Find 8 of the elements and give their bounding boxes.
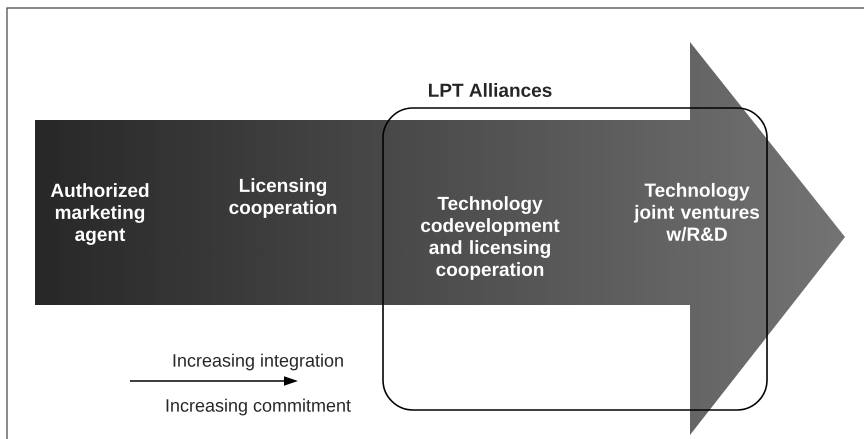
axis-label: Increasing commitment — [166, 398, 351, 416]
stage-label: Authorized marketing agent — [50, 183, 148, 245]
axis-label: Increasing integration — [174, 354, 343, 370]
rounded-box — [382, 107, 768, 411]
group-heading: LPT Alliances — [428, 83, 552, 97]
stage-label: Technology joint ventures w/R&D — [634, 182, 760, 242]
stage-label: Technology codevelopment and licensing cooperation — [421, 196, 560, 280]
stage-label: Licensing cooperation — [229, 178, 336, 218]
